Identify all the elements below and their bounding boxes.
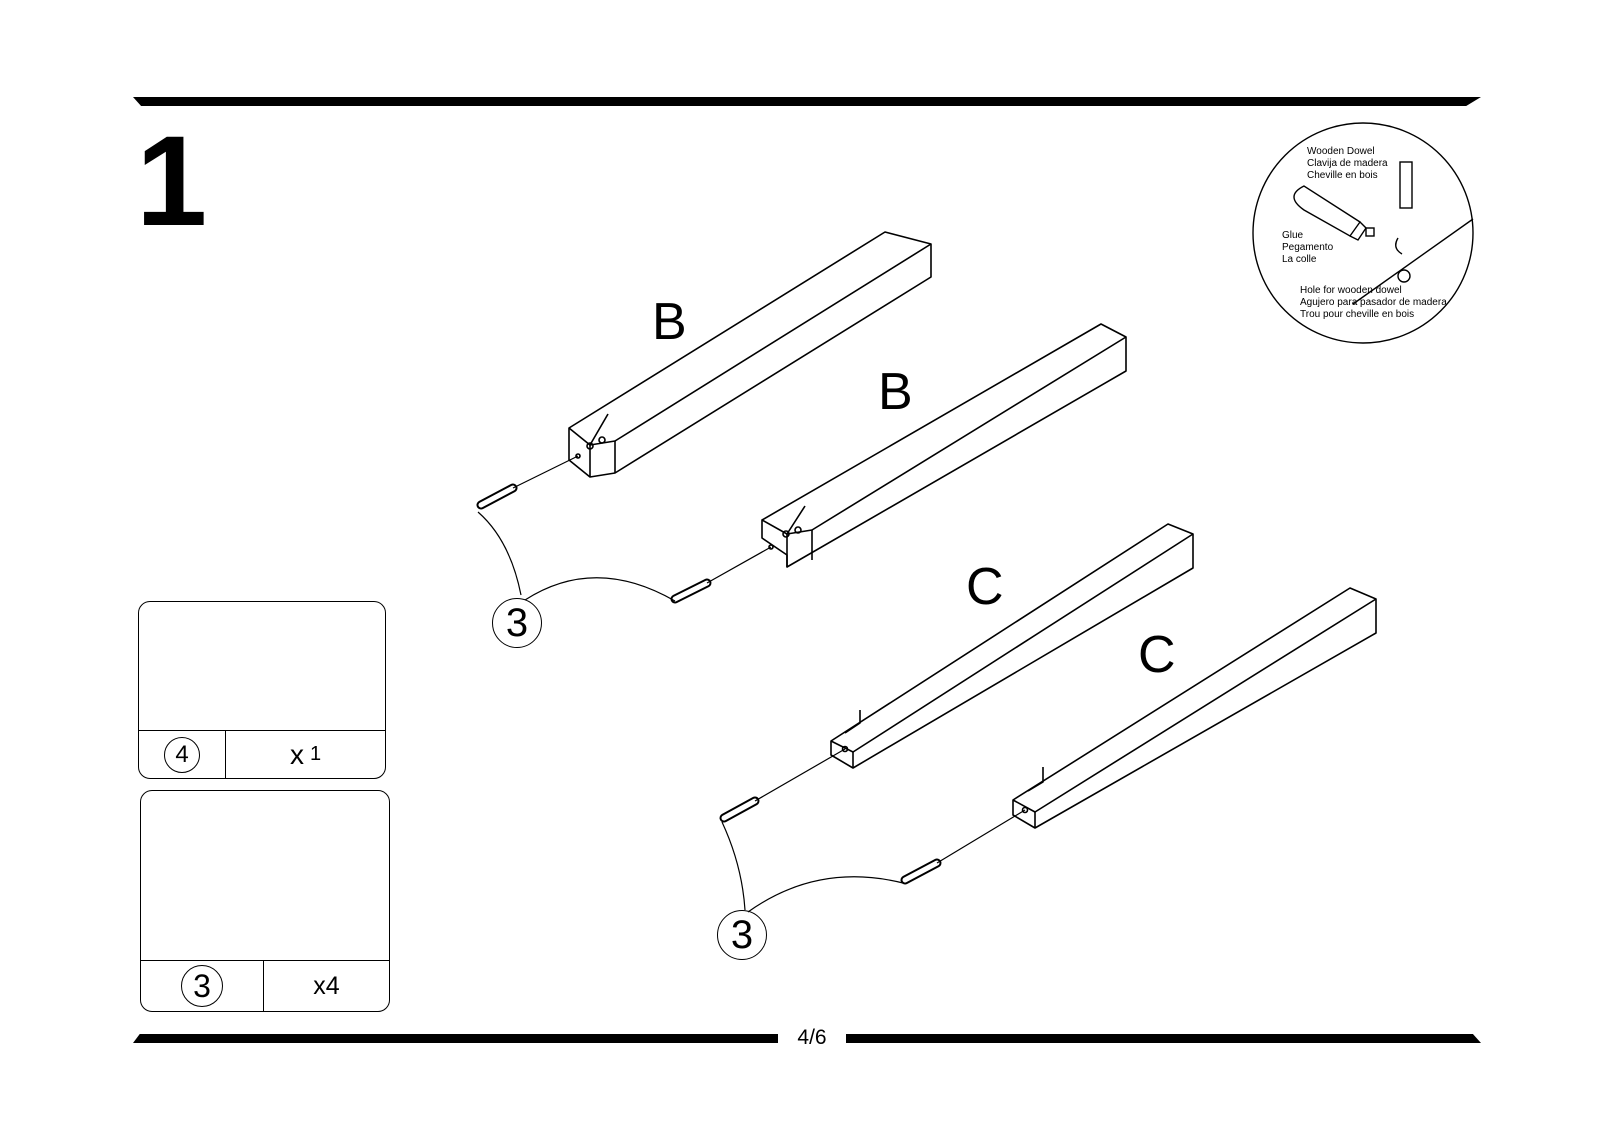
- note-line: Wooden Dowel: [1307, 146, 1375, 157]
- hole-note: Hole for wooden dowel Agujero para pasad…: [1300, 285, 1447, 321]
- note-line: Glue: [1282, 230, 1304, 241]
- insertion-lines: [512, 455, 1026, 864]
- part-id-cell: 4: [139, 731, 226, 778]
- label-b2: B: [878, 363, 913, 421]
- detail-circle: [1252, 122, 1474, 344]
- callout-number: 3: [717, 910, 767, 960]
- dowel-2: [670, 578, 712, 604]
- qty-value: x4: [313, 971, 340, 1000]
- note-line: Clavija de madera: [1307, 158, 1388, 169]
- note-line: La colle: [1282, 254, 1317, 265]
- page-number: 4/6: [797, 1026, 827, 1049]
- part-qty-cell: x 1: [226, 731, 385, 778]
- leg-b2: [761, 323, 1127, 568]
- step-number: 1: [136, 110, 208, 253]
- qty-value: 1: [309, 743, 322, 765]
- part-id-cell: 3: [141, 961, 264, 1011]
- dowel-1: [476, 483, 518, 510]
- note-line: Hole for wooden dowel: [1300, 285, 1402, 296]
- page-number-box: 4/6: [778, 1018, 846, 1058]
- note-line: Cheville en bois: [1307, 170, 1378, 181]
- callout-dowel-2: 3: [717, 910, 767, 960]
- note-line: Agujero para pasador de madera: [1300, 297, 1447, 308]
- part-id: 3: [181, 965, 223, 1007]
- detail-hole-icon: [1397, 269, 1411, 283]
- label-b1: B: [652, 293, 687, 351]
- dowel-4: [900, 858, 942, 885]
- detail-glue-drop-icon: [1395, 237, 1403, 255]
- detail-dowel-icon: [1399, 161, 1413, 209]
- glue-note: Glue Pegamento La colle: [1282, 230, 1333, 266]
- part-row: 3 x4: [141, 960, 389, 1011]
- header-rule: [133, 97, 1481, 106]
- dowel-note: Wooden Dowel Clavija de madera Cheville …: [1307, 146, 1388, 182]
- detail-glue-bottle-icon: [1293, 185, 1375, 241]
- callout-number: 3: [492, 598, 542, 648]
- rail-c2: [1012, 587, 1377, 829]
- part-row: 4 x 1: [139, 730, 385, 778]
- part-box-glue: 4 x 1: [138, 601, 386, 779]
- qty-prefix: x: [289, 738, 304, 770]
- dowel-3: [719, 796, 760, 823]
- note-line: Pegamento: [1282, 242, 1334, 253]
- leg-b1: [568, 231, 932, 478]
- rail-c1: [830, 523, 1194, 769]
- note-line: Trou pour cheville en bois: [1300, 309, 1415, 320]
- part-box-dowel: 3 x4: [140, 790, 390, 1012]
- part-qty-cell: x4: [264, 961, 389, 1011]
- label-c1: C: [966, 558, 1004, 616]
- callout-dowel-1: 3: [492, 598, 542, 648]
- part-id: 4: [164, 736, 200, 773]
- label-c2: C: [1138, 626, 1176, 684]
- leader-curves: [477, 511, 904, 913]
